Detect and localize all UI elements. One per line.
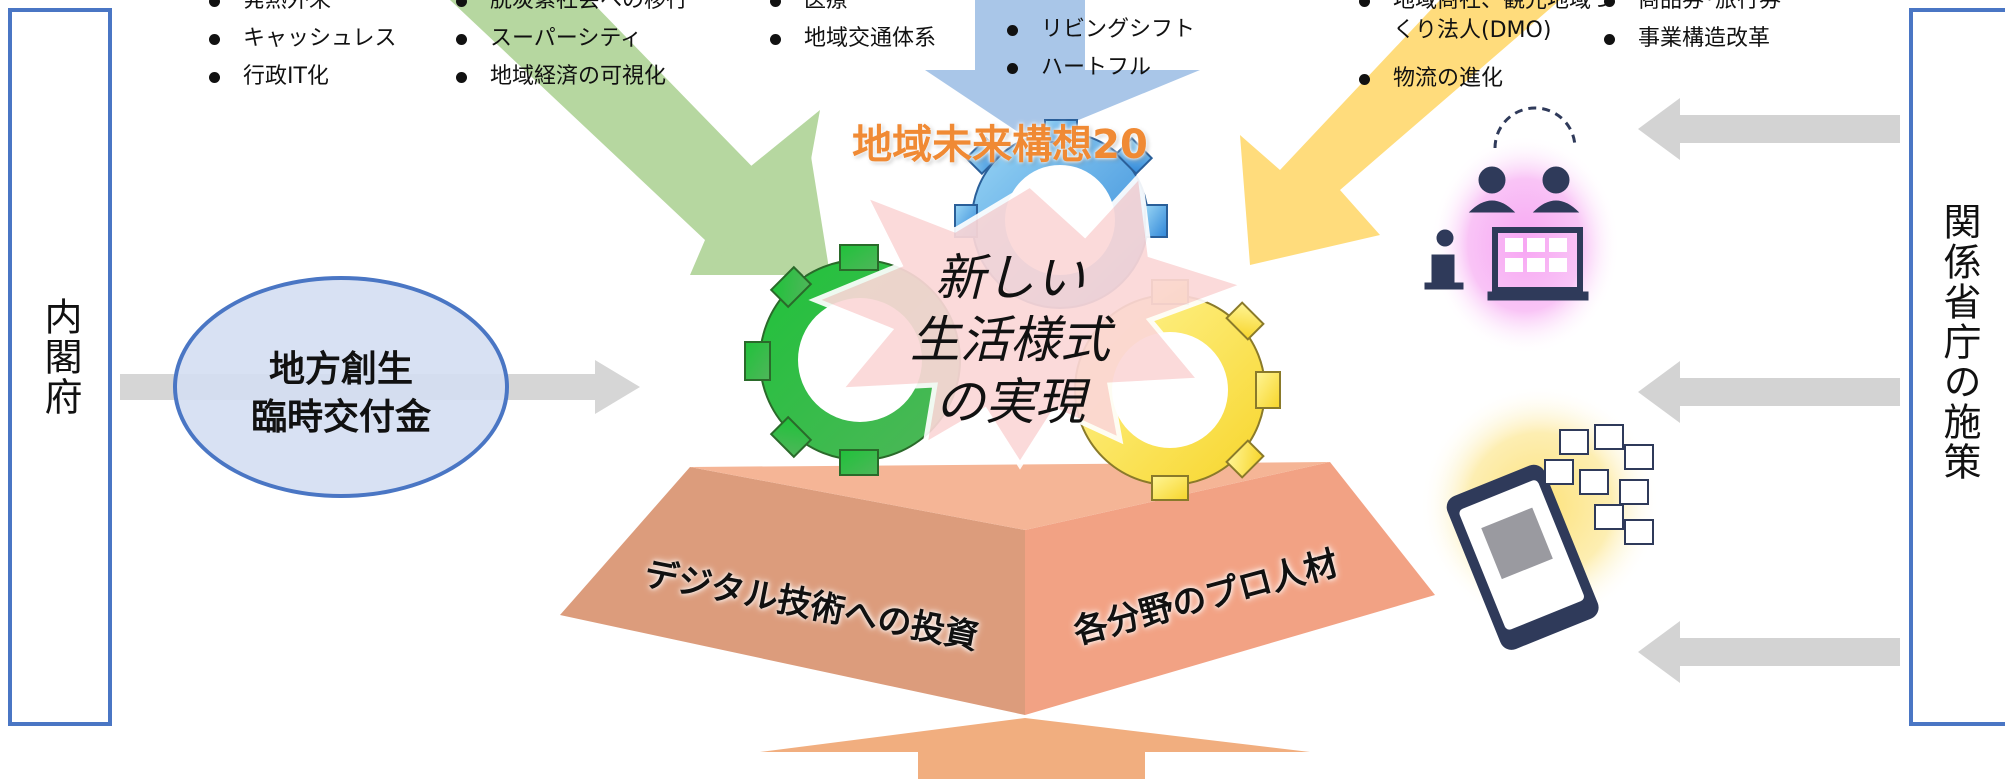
list-item: ビッグデータ — [1003, 0, 1195, 11]
meeting-glow — [1430, 135, 1620, 355]
plan-title: 地域未来構想20 — [852, 122, 1148, 168]
grant-ellipse — [173, 276, 509, 498]
bottom-arrow — [760, 718, 1310, 779]
theme-list-2: 脱炭素社会への移行 スーパーシティ 地域経済の可視化 — [452, 0, 688, 96]
yellow-arrow — [1240, 0, 1560, 265]
goal-line-2: 生活様式 — [910, 311, 1110, 369]
theme-list-1: 発熱外来 キャッシュレス 行政IT化 — [205, 0, 397, 96]
starburst — [808, 169, 1253, 470]
list-item: リビングシフト — [1003, 11, 1195, 49]
list-item: 商品券･旅行券 — [1600, 0, 1781, 20]
list-item: 地域商社、観光地域づくり法人(DMO) — [1355, 0, 1633, 60]
ministry-arrows — [1638, 98, 1900, 683]
left-panel: 内閣府 — [8, 8, 112, 726]
theme-list-5: 地域商社、観光地域づくり法人(DMO) 物流の進化 — [1355, 0, 1633, 98]
goal-line-1: 新しい — [935, 249, 1085, 307]
list-item: 発熱外来 — [205, 0, 397, 20]
list-item: 地域経済の可視化 — [452, 58, 688, 96]
right-panel: 関係省庁の施策 — [1909, 8, 2005, 726]
goal-line-3: の実現 — [935, 373, 1085, 431]
list-item: 事業構造改革 — [1600, 20, 1781, 58]
online-meeting-icon — [1424, 106, 1589, 301]
theme-list-3: 医療 地域交通体系 — [766, 0, 936, 58]
theme-list-6: 商品券･旅行券 事業構造改革 — [1600, 0, 1781, 58]
list-item: キャッシュレス — [205, 20, 397, 58]
list-item: 地域交通体系 — [766, 20, 936, 58]
theme-list-4: ビッグデータ リビングシフト ハートフル — [1003, 0, 1195, 87]
left-panel-label: 内閣府 — [38, 297, 82, 417]
list-item: 物流の進化 — [1355, 60, 1633, 98]
list-item: スーパーシティ — [452, 20, 688, 58]
smartphone-qr-apps-icon — [1446, 424, 1654, 650]
right-panel-label: 関係省庁の施策 — [1937, 202, 1981, 482]
list-item: 行政IT化 — [205, 58, 397, 96]
blue-arrow — [925, 0, 1200, 140]
list-item: 脱炭素社会への移行 — [452, 0, 688, 20]
pedestal-left-face — [560, 467, 1025, 715]
list-item: ハートフル — [1003, 49, 1195, 87]
list-item: 医療 — [766, 0, 936, 20]
grant-label-line2: 臨時交付金 — [250, 397, 431, 438]
grant-label-line1: 地方創生 — [268, 349, 413, 390]
pedestal-right-face — [1025, 462, 1435, 715]
green-arrow-body — [455, 0, 830, 275]
